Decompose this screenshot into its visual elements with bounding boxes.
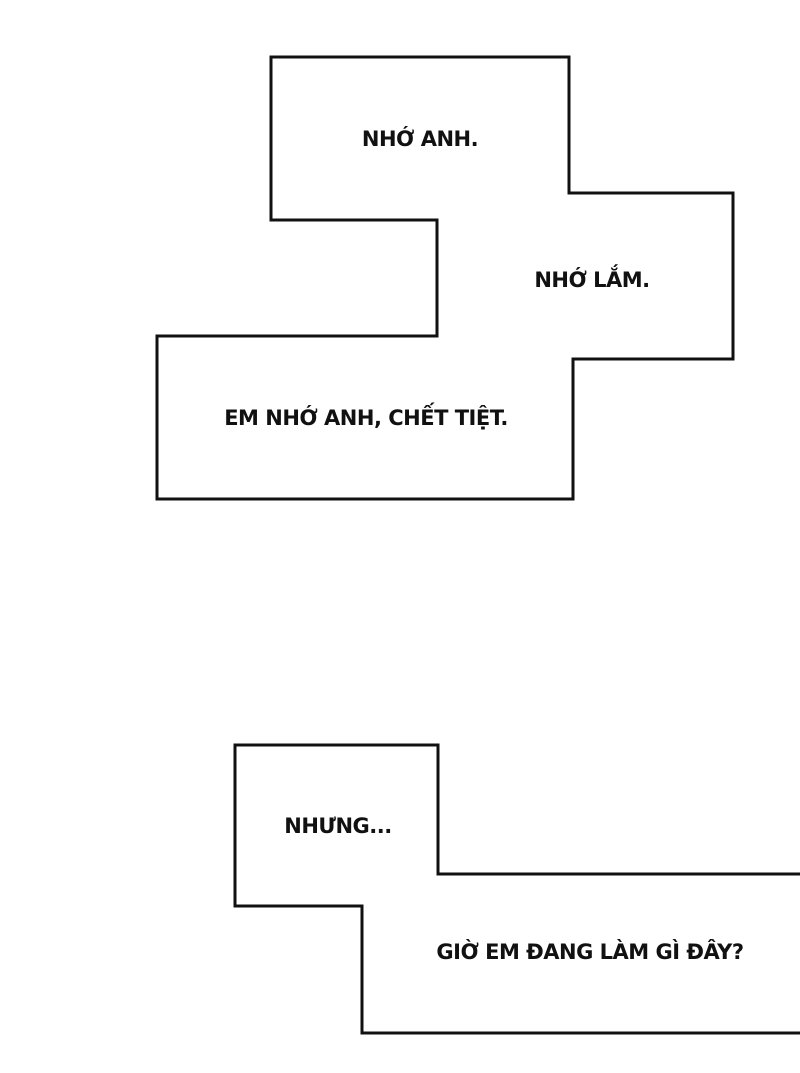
- caption-box-top: [155, 55, 735, 501]
- caption-text-damn: EM NHỚ ANH, CHẾT TIỆT.: [224, 406, 508, 430]
- caption-text-miss-you: NHỚ ANH.: [361, 127, 479, 151]
- caption-text-what-am-i-doing: GIỜ EM ĐANG LÀM GÌ ĐÂY?: [436, 940, 744, 964]
- caption-text-but: NHƯNG...: [284, 814, 392, 838]
- caption-text-miss-so-much: NHỚ LẮM.: [534, 268, 650, 292]
- caption-box-bottom: [233, 743, 800, 1035]
